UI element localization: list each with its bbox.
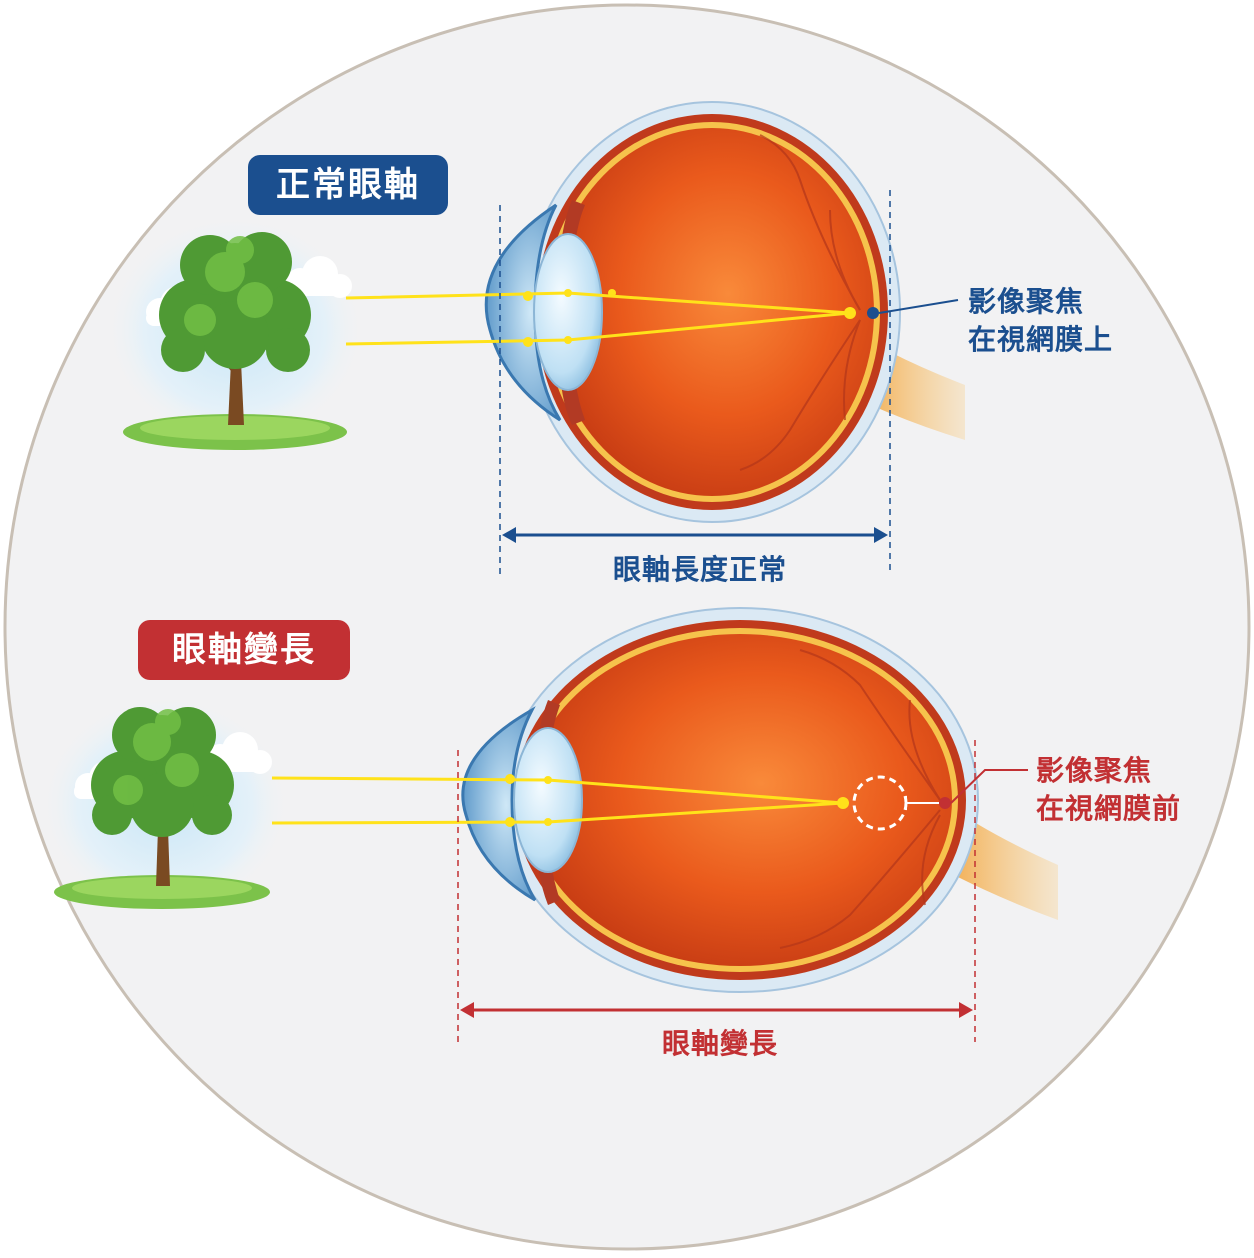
panel-bottom [40, 607, 1058, 1042]
eye-cross-section-icon [461, 607, 979, 993]
focus-point-marker [867, 307, 879, 319]
callout-line-1: 影像聚焦 [1036, 754, 1153, 787]
elongated-axis-badge: 眼軸變長 [138, 620, 350, 680]
panel-top [105, 101, 965, 575]
eye-cross-section-icon [484, 101, 901, 523]
callout-line-2: 在視網膜前 [1036, 792, 1182, 825]
elongated-length-label: 眼軸變長 [661, 1027, 778, 1060]
callout-line-1: 影像聚焦 [968, 285, 1085, 318]
tree-icon [40, 695, 290, 915]
callout-line-2: 在視網膜上 [968, 323, 1114, 356]
focus-on-retina-callout: 影像聚焦 在視網膜上 [968, 283, 1113, 359]
retina-point-marker [939, 797, 951, 809]
normal-axis-badge: 正常眼軸 [248, 155, 448, 215]
normal-length-label: 眼軸長度正常 [612, 553, 787, 586]
focus-before-retina-callout: 影像聚焦 在視網膜前 [1036, 752, 1181, 828]
tree-icon [105, 215, 365, 450]
